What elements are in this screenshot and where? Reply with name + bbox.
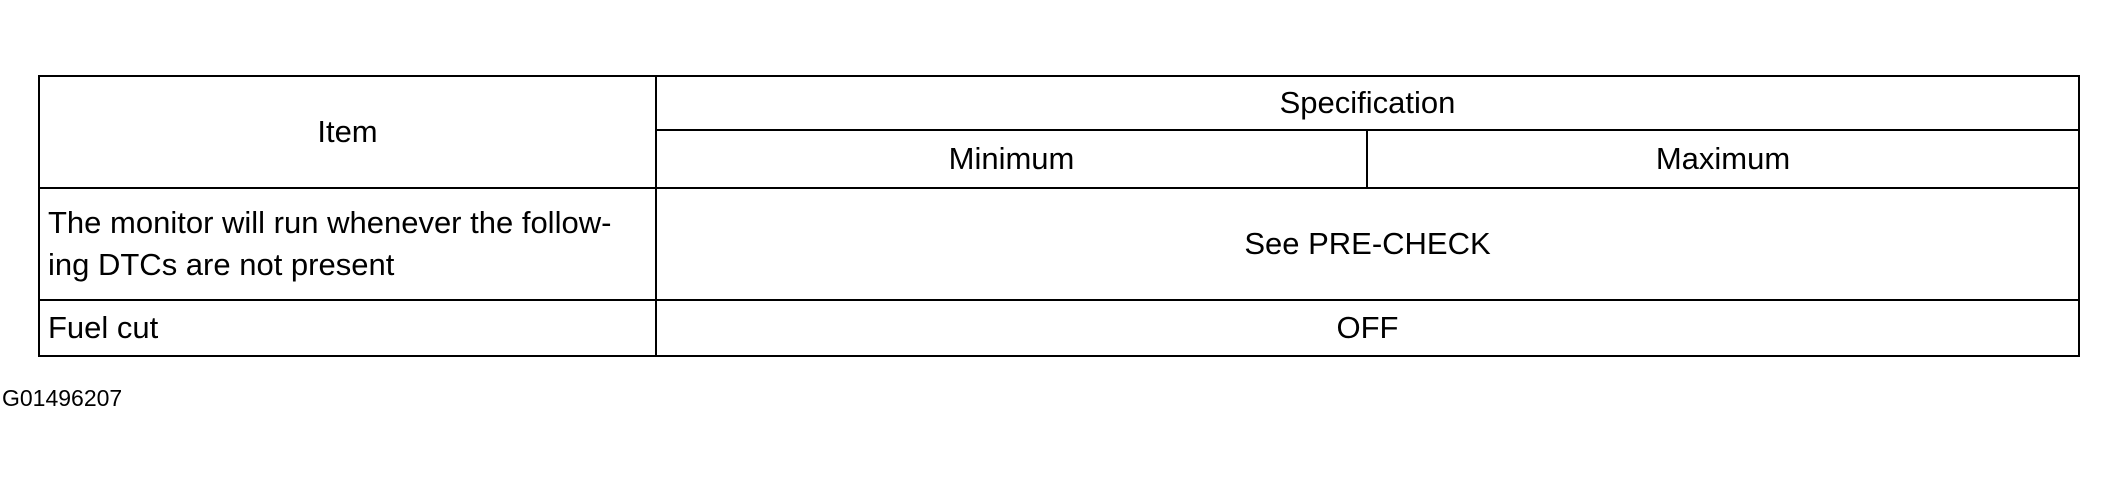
specification-table: Item Specification Minimum Maximum The m… — [38, 75, 2080, 357]
item-text-line-1: The monitor will run whenever the follow… — [48, 205, 612, 241]
item-cell: Fuel cut — [38, 299, 657, 357]
table-row: Fuel cut OFF — [38, 299, 2080, 357]
item-cell: The monitor will run whenever the follow… — [38, 187, 657, 301]
specification-header: Specification — [655, 75, 2080, 131]
figure-code: G01496207 — [2, 385, 123, 411]
header-row-1: Item Specification — [38, 75, 2080, 189]
table-row: The monitor will run whenever the follow… — [38, 187, 2080, 301]
item-header: Item — [38, 75, 657, 189]
item-text-line-2: ing DTCs are not present — [48, 247, 395, 282]
specification-value: OFF — [655, 299, 2080, 357]
minimum-header: Minimum — [655, 129, 1368, 189]
header-row-2: Minimum Maximum — [39, 129, 2080, 189]
maximum-header: Maximum — [1366, 129, 2080, 189]
specification-value: See PRE-CHECK — [655, 187, 2080, 301]
